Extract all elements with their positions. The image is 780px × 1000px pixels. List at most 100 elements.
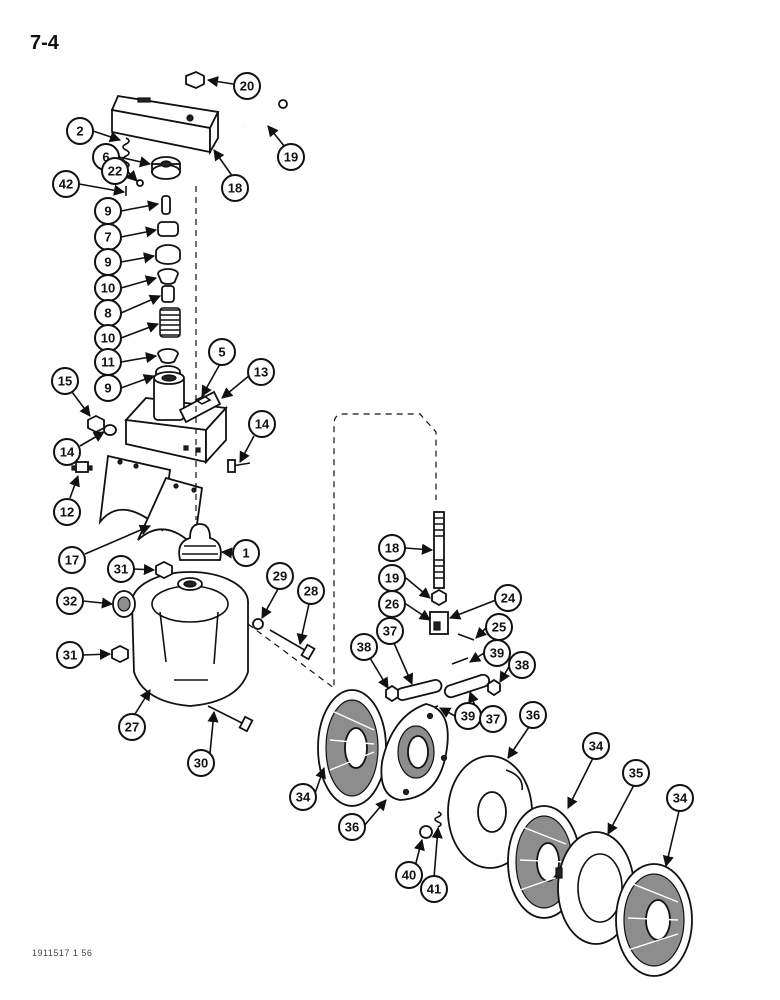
brake-housing: [131, 571, 249, 707]
figure-code: 1911517 1 56: [32, 948, 93, 958]
callout: 38: [350, 633, 378, 661]
nut-38-right: [487, 678, 501, 697]
callout-label: 7: [104, 230, 111, 245]
spring-cup-upper: [157, 268, 179, 285]
callout: 14: [53, 438, 81, 466]
callout-label: 12: [60, 505, 74, 520]
callout-label: 8: [104, 306, 111, 321]
bushing: [157, 221, 179, 237]
callout-label: 27: [125, 720, 139, 735]
callout: 11: [94, 348, 122, 376]
actuator-plate: [380, 703, 449, 801]
callout-label: 18: [385, 541, 399, 556]
clip: [194, 395, 212, 405]
callout: 18: [221, 174, 249, 202]
callout: 22: [101, 157, 129, 185]
clevis: [429, 611, 449, 635]
callout-label: 11: [101, 355, 115, 370]
callout-label: 2: [76, 124, 83, 139]
callout: 38: [508, 651, 536, 679]
callout-label: 24: [501, 591, 516, 606]
callout-label: 30: [194, 756, 208, 771]
page-number: 7-4: [30, 32, 59, 54]
callout-label: 19: [385, 571, 399, 586]
callout-label: 38: [357, 640, 371, 655]
callout-label: 32: [63, 594, 77, 609]
return-spring: [434, 811, 442, 828]
callout: 31: [56, 641, 84, 669]
callout: 39: [483, 639, 511, 667]
callout: 9: [94, 248, 122, 276]
compression-spring: [160, 309, 180, 336]
callout-label: 37: [383, 624, 397, 639]
callout: 12: [53, 498, 81, 526]
callout-label: 28: [304, 584, 318, 599]
callout: 1: [232, 539, 260, 567]
callout-label: 34: [296, 790, 311, 805]
callout: 34: [666, 784, 694, 812]
small-ball: [136, 179, 144, 187]
nut-15: [87, 414, 105, 434]
callout-label: 13: [254, 365, 268, 380]
nut-31-upper: [155, 560, 173, 580]
callout: 29: [266, 562, 294, 590]
callout-label: 22: [108, 164, 122, 179]
callout-label: 5: [218, 345, 225, 360]
bolt-39-upper: [451, 657, 469, 665]
callout-label: 14: [60, 445, 75, 460]
callout-label: 9: [104, 204, 111, 219]
top-bracket: [110, 95, 220, 156]
callout-label: 18: [228, 181, 242, 196]
callout-label: 34: [673, 791, 688, 806]
callout: 42: [52, 170, 80, 198]
callout-label: 31: [63, 648, 77, 663]
callout-label: 10: [101, 281, 115, 296]
callout: 5: [208, 338, 236, 366]
callout-label: 20: [240, 79, 254, 94]
callout-label: 36: [526, 708, 540, 723]
callout: 35: [622, 759, 650, 787]
rubber-boot: [178, 523, 222, 561]
callout: 15: [51, 367, 79, 395]
callout: 37: [479, 705, 507, 733]
callout: 19: [378, 564, 406, 592]
callout-label: 38: [515, 658, 529, 673]
callout: 37: [376, 617, 404, 645]
bolt-30: [207, 705, 254, 733]
pin: [244, 99, 288, 128]
grease-fitting: [71, 461, 93, 473]
callout-label: 42: [59, 177, 73, 192]
callout: 17: [58, 546, 86, 574]
top-nut: [185, 71, 205, 89]
callout-label: 14: [255, 417, 270, 432]
seal: [112, 590, 136, 618]
bearing: [151, 156, 181, 180]
callout: 40: [395, 861, 423, 889]
spring-guide: [161, 285, 175, 303]
callout: 34: [289, 783, 317, 811]
callout-label: 19: [284, 150, 298, 165]
threaded-stud: [433, 511, 445, 589]
callout: 10: [94, 274, 122, 302]
clevis-pin: [457, 633, 475, 641]
callout: 36: [519, 701, 547, 729]
callout: 28: [297, 577, 325, 605]
callout: 24: [494, 584, 522, 612]
friction-disc-right: [615, 863, 693, 977]
callout: 41: [420, 875, 448, 903]
callout: 14: [248, 410, 276, 438]
callout: 9: [94, 197, 122, 225]
callout: 9: [94, 374, 122, 402]
small-spring: [122, 137, 130, 169]
callout: 25: [485, 613, 513, 641]
callout: 26: [378, 590, 406, 618]
callout: 10: [94, 324, 122, 352]
callout: 30: [187, 749, 215, 777]
callout-label: 25: [492, 620, 506, 635]
callout: 32: [56, 587, 84, 615]
nut-31-lower: [111, 644, 129, 664]
washer-29: [252, 618, 264, 630]
washer-14: [103, 424, 117, 436]
